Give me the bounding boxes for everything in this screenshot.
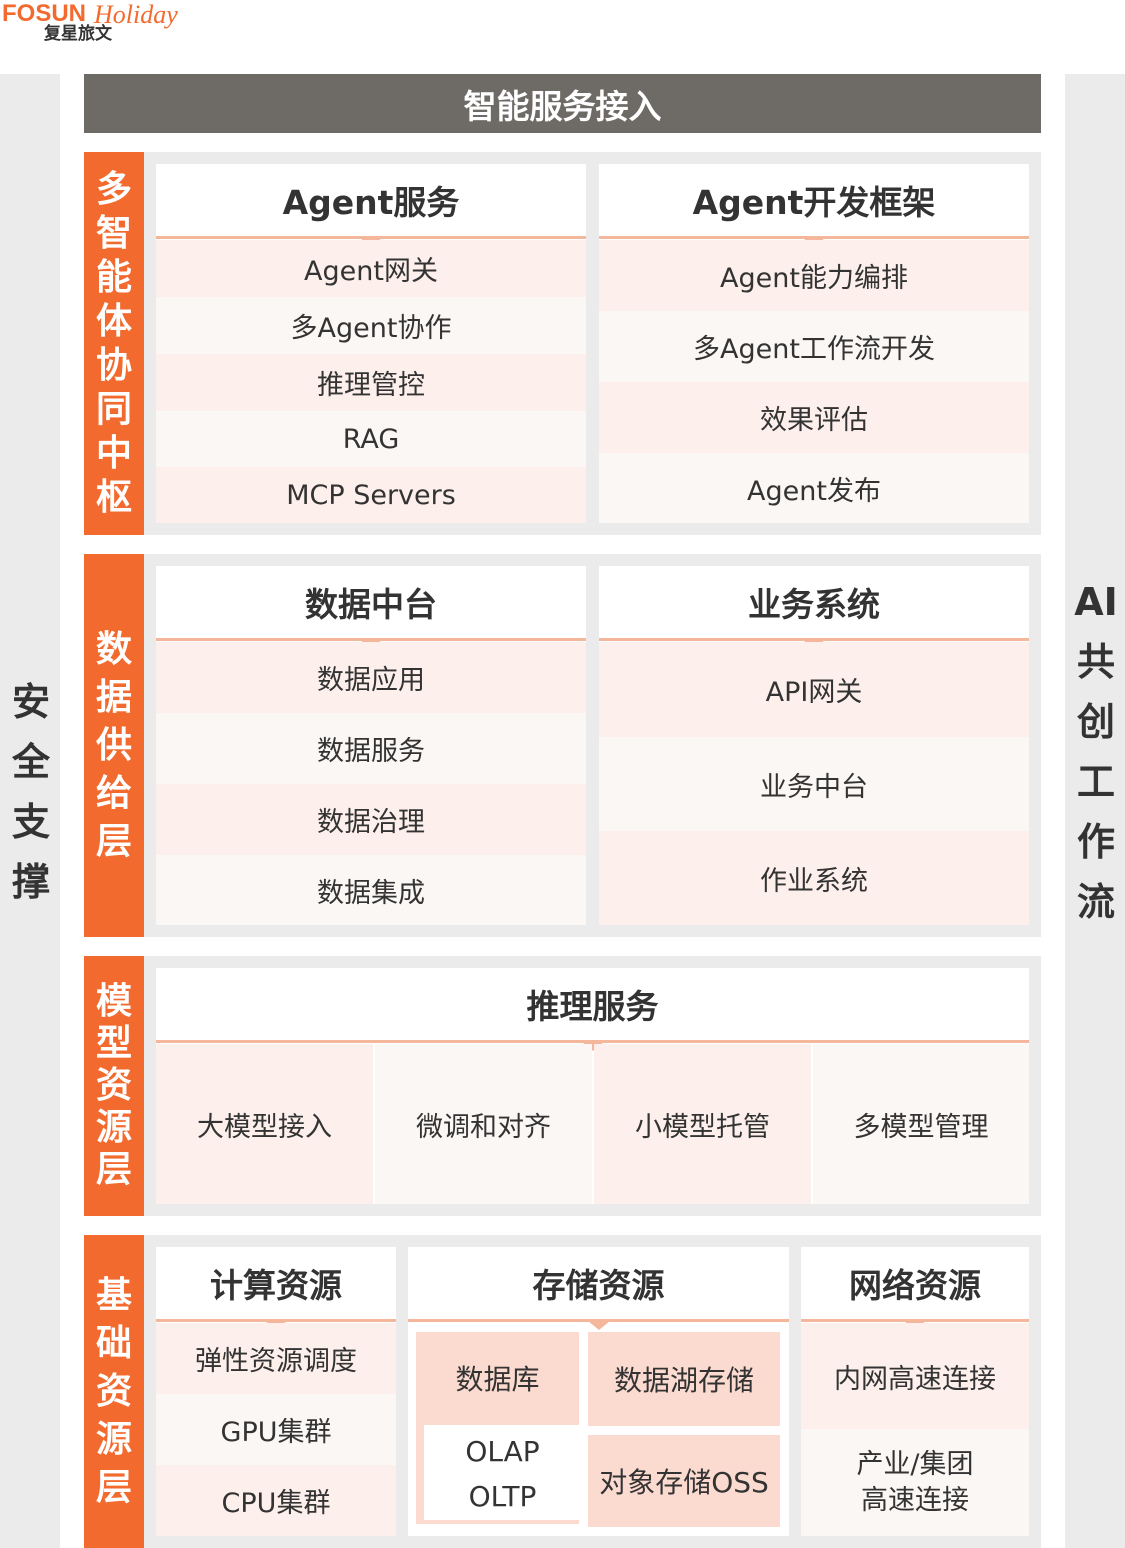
right-side-column — [1065, 74, 1125, 1548]
olap-oltp-box: OLAP OLTP — [424, 1425, 581, 1520]
list-item: GPU集群 — [156, 1394, 396, 1465]
divider — [408, 1319, 789, 1322]
list-item: Agent发布 — [599, 453, 1029, 523]
storage-panel: 存储资源 数据库 OLAP OLTP 数据湖存储 对象存储OSS — [408, 1247, 789, 1536]
left-side-column — [0, 74, 60, 1548]
agent-service-title: Agent服务 — [282, 183, 460, 222]
agent-framework-panel: Agent开发框架 Agent能力编排 多Agent工作流开发 效果评估 Age… — [599, 164, 1029, 523]
logo-brand: FOSUN — [2, 0, 86, 27]
divider — [801, 1319, 1029, 1322]
list-item: 效果评估 — [599, 382, 1029, 453]
layer4-label: 基础资源层 — [84, 1235, 144, 1548]
list-item: 数据治理 — [156, 784, 586, 855]
list-item: 多Agent工作流开发 — [599, 311, 1029, 382]
list-item: 业务中台 — [599, 737, 1029, 831]
data-platform-title: 数据中台 — [305, 585, 437, 624]
logo-script: Holiday — [94, 0, 178, 29]
compute-title: 计算资源 — [210, 1266, 342, 1305]
list-item: RAG — [156, 411, 586, 467]
list-item: 产业/集团 高速连接 — [801, 1429, 1029, 1536]
business-system-title: 业务系统 — [748, 585, 880, 624]
list-item: Agent网关 — [156, 240, 586, 297]
ai-workflow-label: AI 共 创 工 作 流 — [1074, 580, 1118, 924]
divider — [156, 1040, 1029, 1043]
network-title: 网络资源 — [849, 1266, 981, 1305]
storage-title: 存储资源 — [532, 1266, 665, 1305]
list-item: 数据应用 — [156, 642, 586, 713]
banner-title: 智能服务接入 — [84, 74, 1041, 133]
list-item: 数据集成 — [156, 855, 586, 925]
list-item: Agent能力编排 — [599, 240, 1029, 311]
model-item: 大模型接入 — [156, 1044, 373, 1204]
security-support-label: 安 全 支 撑 — [11, 680, 50, 904]
list-item: 多Agent协作 — [156, 297, 586, 354]
layer1-label: 多智能体协同中枢 — [84, 152, 144, 535]
olap-label: OLAP — [465, 1434, 540, 1468]
network-item2-line1: 产业/集团 — [856, 1448, 974, 1480]
network-item2-line2: 高速连接 — [861, 1484, 969, 1516]
list-item: 弹性资源调度 — [156, 1323, 396, 1394]
list-item: 内网高速连接 — [801, 1323, 1029, 1429]
divider-arrow — [582, 1042, 604, 1051]
model-item: 小模型托管 — [594, 1044, 811, 1204]
compute-panel: 计算资源 弹性资源调度 GPU集群 CPU集群 — [156, 1247, 396, 1536]
business-system-panel: 业务系统 API网关 业务中台 作业系统 — [599, 566, 1029, 925]
divider — [599, 236, 1029, 239]
database-block: 数据库 OLAP OLTP — [416, 1332, 581, 1524]
list-item: API网关 — [599, 642, 1029, 737]
oss-tile: 对象存储OSS — [588, 1435, 780, 1527]
agent-service-panel: Agent服务 Agent网关 多Agent协作 推理管控 RAG MCP Se… — [156, 164, 586, 523]
agent-framework-title: Agent开发框架 — [692, 183, 936, 222]
divider-arrow — [588, 1321, 610, 1330]
inference-service-panel: 推理服务 大模型接入 微调和对齐 小模型托管 多模型管理 — [156, 968, 1029, 1204]
inference-service-title: 推理服务 — [526, 987, 659, 1026]
layer2-label: 数据供给层 — [84, 554, 144, 937]
model-item: 微调和对齐 — [375, 1044, 592, 1204]
list-item: MCP Servers — [156, 467, 586, 523]
model-item: 多模型管理 — [813, 1044, 1029, 1204]
oltp-label: OLTP — [468, 1479, 537, 1513]
network-panel: 网络资源 内网高速连接 产业/集团 高速连接 — [801, 1247, 1029, 1536]
divider — [156, 638, 586, 641]
list-item: 作业系统 — [599, 831, 1029, 925]
list-item: 数据服务 — [156, 713, 586, 784]
logo-cn: 复星旅文 — [44, 24, 112, 44]
datalake-tile: 数据湖存储 — [588, 1332, 780, 1426]
layer3-label: 模型资源层 — [84, 956, 144, 1216]
list-item: CPU集群 — [156, 1465, 396, 1536]
divider — [599, 638, 1029, 641]
divider — [156, 1319, 396, 1322]
divider — [156, 236, 586, 239]
database-label: 数据库 — [455, 1363, 540, 1396]
data-platform-panel: 数据中台 数据应用 数据服务 数据治理 数据集成 — [156, 566, 586, 925]
list-item: 推理管控 — [156, 354, 586, 411]
